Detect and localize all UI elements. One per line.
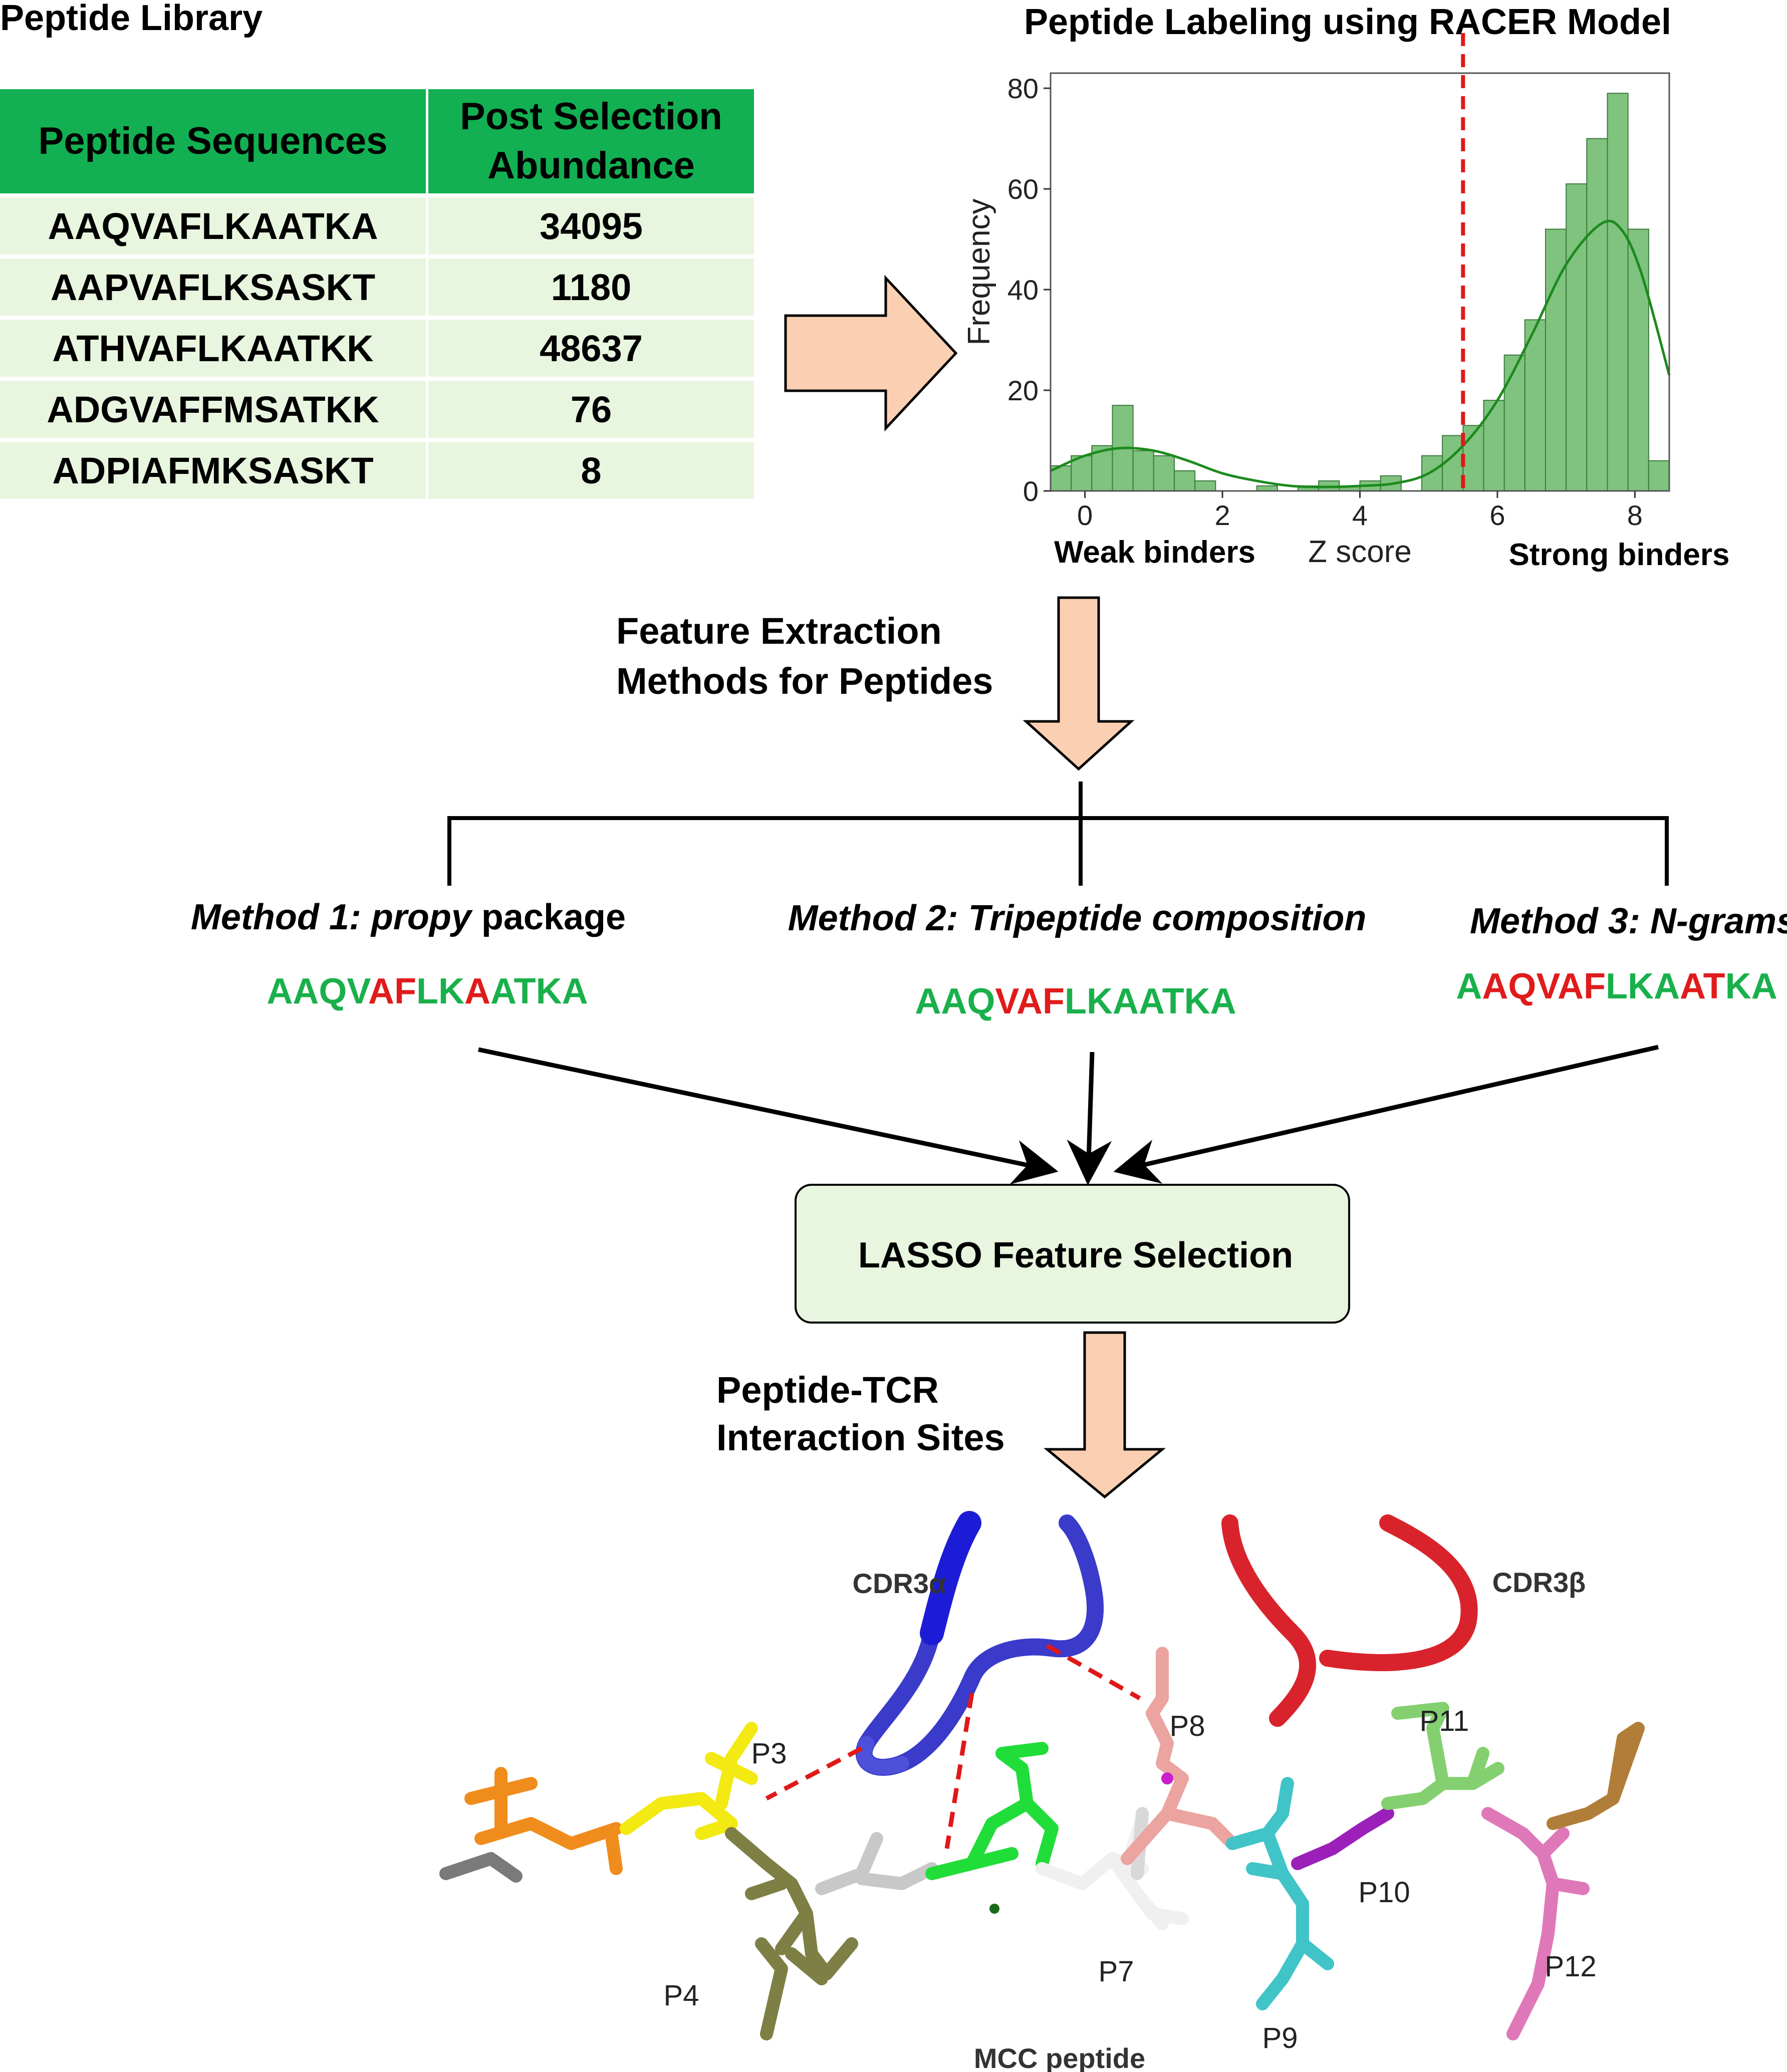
cdr3-beta-loop <box>1221 1514 1478 1727</box>
arrow-down-feature-extraction <box>1023 596 1135 771</box>
sequence-segment-green: A <box>1456 966 1482 1006</box>
histogram-bar <box>1153 455 1175 492</box>
histogram-bar <box>1627 228 1649 492</box>
peptide-library-table: Peptide Sequences Post Selection Abundan… <box>0 89 754 503</box>
sequence-segment-red: VAF <box>995 981 1065 1021</box>
histogram-bar <box>1607 93 1629 492</box>
method-bracket <box>447 782 1669 886</box>
sequence-segment-red: AF <box>368 971 416 1011</box>
sequence-segment-red: AQ <box>1482 966 1536 1006</box>
interaction-line1: Peptide-TCR <box>716 1369 939 1411</box>
position-label-p10: P10 <box>1358 1876 1410 1909</box>
peptide-sequence-cell: ATHVAFLKAATKK <box>0 320 428 377</box>
lasso-label: LASSO Feature Selection <box>858 1235 1293 1275</box>
x-tick-label: 2 <box>1214 499 1230 531</box>
abundance-cell: 48637 <box>428 320 754 377</box>
interaction-line2: Interaction Sites <box>716 1417 1005 1458</box>
arrow-right <box>784 275 958 432</box>
abundance-cell: 34095 <box>428 197 754 254</box>
y-tick-label: 80 <box>1007 73 1039 104</box>
table-header-row: Peptide Sequences Post Selection Abundan… <box>0 89 754 197</box>
table-header-cell: Post Selection Abundance <box>460 95 722 187</box>
abundance-cell: 8 <box>428 442 754 499</box>
weak-binders-label: Weak binders <box>1054 535 1255 570</box>
histogram-bar <box>1421 455 1443 492</box>
y-tick-label: 20 <box>1007 375 1039 406</box>
table-header-cell: Peptide Sequences <box>0 89 428 193</box>
hydrogen-bond-lines <box>765 1644 1141 1849</box>
abundance-cell: 1180 <box>428 258 754 316</box>
method-3-sequence: AAQVAFLKAATKA <box>1456 966 1777 1006</box>
sequence-segment-green: AAQ <box>915 981 995 1021</box>
strong-binders-label: Strong binders <box>1509 538 1730 572</box>
x-axis-label: Z score <box>1308 535 1412 569</box>
kde-curve <box>1050 219 1671 488</box>
histogram-bar <box>1648 460 1670 491</box>
position-label-p12: P12 <box>1545 1950 1596 1983</box>
histogram-bar <box>1524 319 1546 491</box>
position-label-p7: P7 <box>1099 1955 1134 1988</box>
sequence-segment-green: LK <box>416 971 464 1011</box>
method-2-label: Method 2: Tripeptide composition <box>788 898 1367 938</box>
histogram-bar <box>1194 480 1216 492</box>
converging-arrows <box>478 1045 1659 1185</box>
position-label-p3: P3 <box>751 1737 787 1770</box>
sequence-segment-green: AAQV <box>267 971 371 1011</box>
cdr3-beta-label: CDR3β <box>1492 1567 1586 1598</box>
position-label-p11: P11 <box>1420 1705 1469 1737</box>
histogram-bar <box>1566 183 1588 491</box>
sequence-segment-green: LKA <box>1606 966 1680 1006</box>
abundance-cell: 76 <box>428 381 754 438</box>
peptide-sequence-cell: ADPIAFMKSASKT <box>0 442 428 499</box>
sequence-segment-green: ATKA <box>490 971 588 1011</box>
lasso-box <box>795 1184 1350 1324</box>
y-tick-label: 60 <box>1007 173 1039 205</box>
position-label-p4: P4 <box>664 1979 699 2012</box>
method-1-sequence: AAQVAFLKAATKA <box>267 971 588 1011</box>
y-tick-label: 40 <box>1007 274 1039 306</box>
method-1-label: Method 1: propy package <box>191 897 626 937</box>
x-tick-label: 0 <box>1077 499 1093 531</box>
mcc-peptide-label: MCC peptide <box>974 2042 1145 2072</box>
histogram-bar <box>1503 354 1525 491</box>
peptide-sequence-cell: ADGVAFFMSATKK <box>0 381 428 438</box>
chart-title: Peptide Labeling using RACER Model <box>1024 2 1671 42</box>
histogram-bar <box>1483 400 1505 491</box>
position-label-p8: P8 <box>1170 1710 1205 1742</box>
y-axis-label: Frequency <box>962 199 996 346</box>
peptide-sequence-cell: AAQVAFLKAATKA <box>0 197 428 254</box>
cdr3-alpha-loop <box>855 1511 1104 1776</box>
sequence-segment-red: VAF <box>1536 966 1606 1006</box>
sequence-segment-green: LKAATKA <box>1065 981 1236 1021</box>
y-tick-label: 0 <box>1023 475 1039 507</box>
x-tick-label: 8 <box>1627 499 1643 531</box>
histogram-bar <box>1256 485 1278 491</box>
feature-extraction-line2: Methods for Peptides <box>616 660 993 702</box>
position-label-p9: P9 <box>1262 2022 1298 2054</box>
peptide-sequence-cell: AAPVAFLKSASKT <box>0 258 428 316</box>
tcr-peptide-structure: CDR3α CDR3β P3 P4 P7 P8 P9 P10 P11 P12 M… <box>439 1511 1645 2072</box>
method-3-label: Method 3: N-grams <box>1470 901 1787 941</box>
sequence-segment-green: KA <box>1725 966 1777 1006</box>
histogram-bar <box>1132 450 1154 491</box>
sequence-segment-red: AT <box>1680 966 1725 1006</box>
histogram-bar <box>1174 470 1196 492</box>
sequence-segment-red: A <box>464 971 490 1011</box>
x-tick-label: 6 <box>1489 499 1505 531</box>
library-title: Peptide Library <box>0 0 263 38</box>
method-2-sequence: AAQVAFLKAATKA <box>915 981 1236 1021</box>
feature-extraction-line1: Feature Extraction <box>616 610 942 652</box>
arrow-down-interaction <box>1044 1331 1166 1499</box>
cdr3-alpha-label: CDR3α <box>853 1568 946 1599</box>
x-tick-label: 4 <box>1352 499 1368 531</box>
histogram-bar <box>1586 138 1608 491</box>
